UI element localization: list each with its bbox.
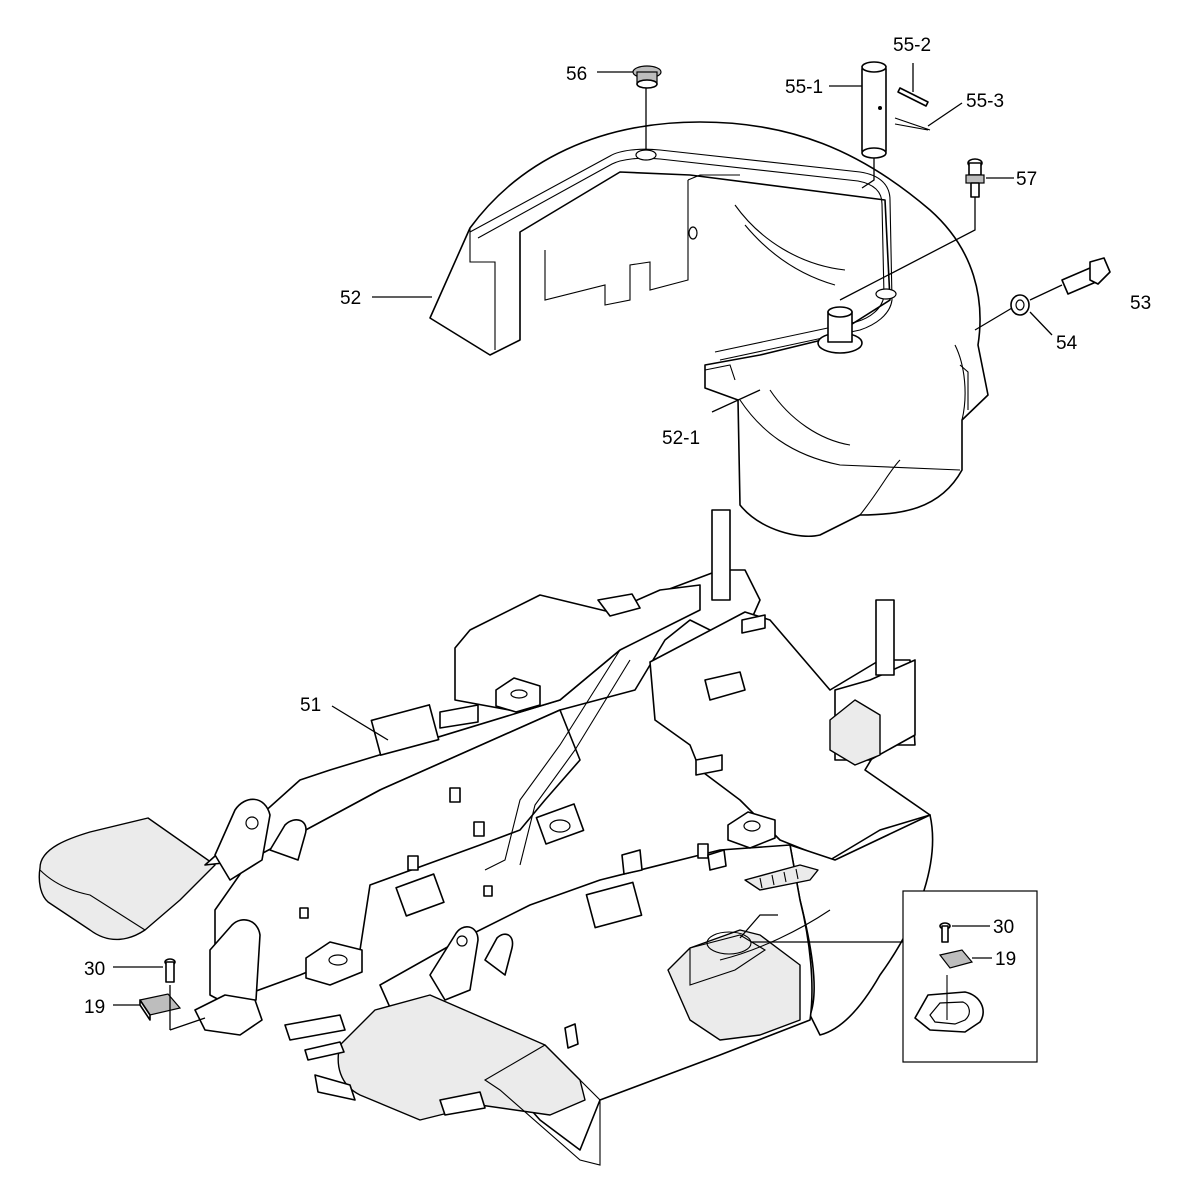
- plug-part: [632, 65, 662, 89]
- main-frame: [38, 509, 934, 1166]
- rod-part: [897, 87, 929, 107]
- washer-54: [1010, 294, 1030, 316]
- bolt-53: [1061, 257, 1111, 295]
- block-19: [139, 993, 182, 1021]
- label-52: 52: [340, 288, 361, 309]
- counterweight: [429, 121, 989, 537]
- r-pin-part: [894, 117, 931, 131]
- bolt-30: [164, 958, 176, 983]
- part-labels: 56 55-1 55-2 55-3 57 52 53 54 52-1 51 30…: [84, 35, 1151, 1018]
- label-57: 57: [1016, 169, 1037, 190]
- label-55-2: 55-2: [893, 35, 931, 56]
- detail-circle: [706, 931, 752, 955]
- label-30: 30: [84, 959, 105, 980]
- pin-part: [861, 61, 887, 159]
- bolt-57: [965, 158, 985, 198]
- label-52-1: 52-1: [662, 428, 700, 449]
- label-53: 53: [1130, 293, 1151, 314]
- label-55-1: 55-1: [785, 77, 823, 98]
- inset-label-19: 19: [995, 949, 1016, 970]
- label-19: 19: [84, 997, 105, 1018]
- leader-lines: [113, 63, 1063, 1031]
- label-56: 56: [566, 64, 587, 85]
- label-55-3: 55-3: [966, 91, 1004, 112]
- inset-label-30: 30: [993, 917, 1014, 938]
- label-54: 54: [1056, 333, 1078, 354]
- detail-inset: [902, 890, 1038, 1063]
- label-51: 51: [300, 695, 321, 716]
